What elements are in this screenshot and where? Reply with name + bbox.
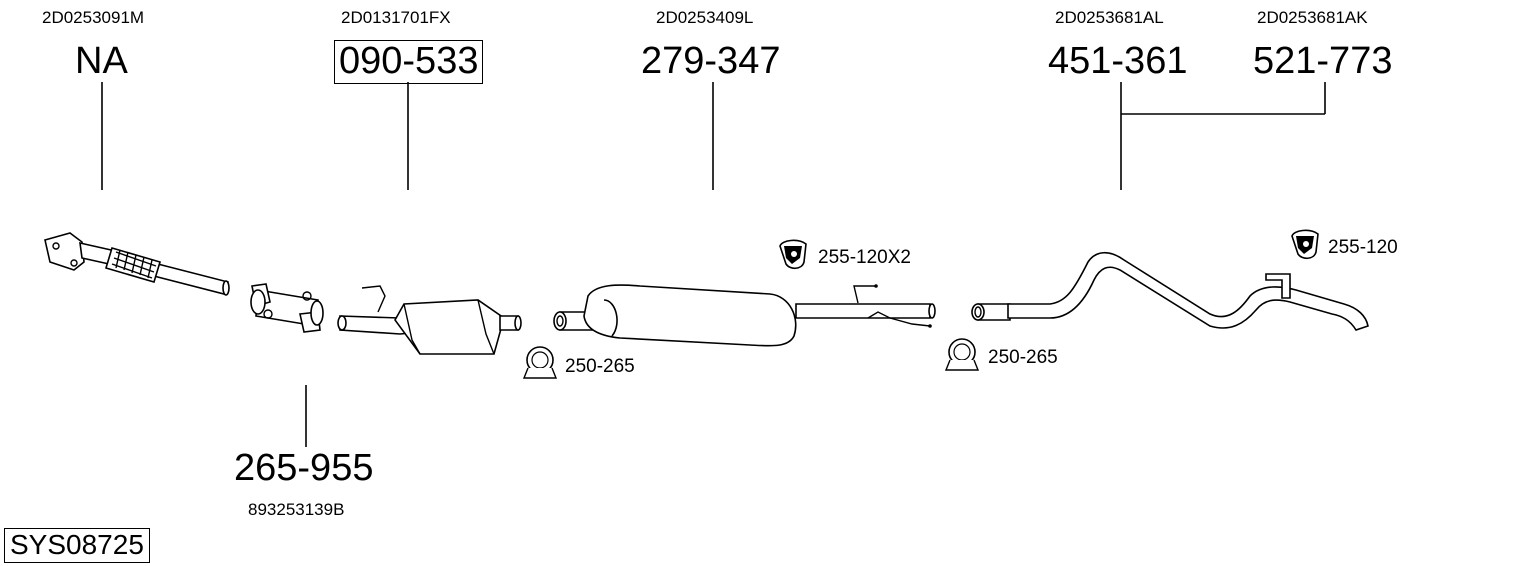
part-number-middle-silencer[interactable]: 279-347: [641, 40, 781, 82]
clamp-icon: [522, 346, 558, 379]
part-number-downpipe[interactable]: NA: [75, 40, 128, 82]
hanger-icon: [1291, 229, 1319, 260]
clamp-middle-label[interactable]: 250-265: [565, 356, 635, 377]
connector-drawing: [250, 283, 324, 333]
downpipe-drawing: [44, 232, 230, 296]
rear-silencer-drawing: [971, 251, 1369, 331]
middle-silencer-drawing: [553, 284, 936, 347]
oem-number-catalyst: 2D0131701FX: [341, 8, 451, 27]
clamp-rear-label[interactable]: 250-265: [988, 347, 1058, 368]
system-id: SYS08725: [4, 528, 150, 563]
part-number-catalyst[interactable]: 090-533: [334, 40, 484, 84]
oem-number-middle-silencer: 2D0253409L: [656, 8, 754, 27]
part-number-rear-silencer-2[interactable]: 521-773: [1253, 40, 1393, 82]
catalyst-drawing: [337, 285, 522, 355]
clamp-icon: [944, 338, 980, 371]
oem-number-connector: 893253139B: [248, 500, 345, 519]
oem-number-rear-silencer-1: 2D0253681AL: [1055, 8, 1164, 27]
part-number-connector[interactable]: 265-955: [234, 447, 374, 489]
part-number-rear-silencer-1[interactable]: 451-361: [1048, 40, 1188, 82]
oem-number-downpipe: 2D0253091M: [42, 8, 145, 27]
hanger-icon: [779, 239, 807, 270]
hanger-rear-label[interactable]: 255-120: [1328, 237, 1398, 258]
oem-number-rear-silencer-2: 2D0253681AK: [1257, 8, 1368, 27]
hanger-middle-label[interactable]: 255-120X2: [818, 247, 911, 268]
